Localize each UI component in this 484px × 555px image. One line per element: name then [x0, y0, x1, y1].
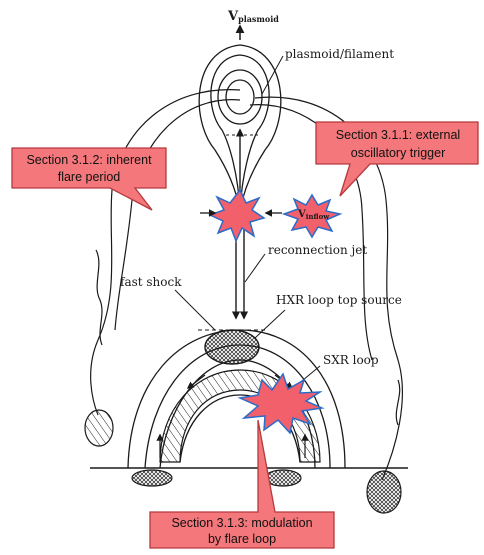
hxr-label: HXR loop top source: [276, 293, 402, 307]
reconnection-burst: [210, 190, 264, 241]
remote-footpoint-left: [85, 410, 113, 446]
hxr-loop-top-source: [205, 330, 259, 364]
callout-inherent-line2: flare period: [58, 170, 121, 184]
callout-external-trigger: Section 3.1.1: external oscillatory trig…: [316, 122, 478, 196]
callout-external-line1: Section 3.1.1: external: [336, 128, 460, 142]
sxr-label: SXR loop: [323, 353, 379, 367]
remote-footpoint-right: [367, 471, 401, 513]
footpoint-left: [132, 470, 172, 486]
callout-modulation-line1: Section 3.1.3: modulation: [171, 516, 312, 530]
plasmoid-filament-label: plasmoid/filament: [285, 47, 394, 61]
callout-inherent-period: Section 3.1.2: inherent flare period: [12, 148, 166, 210]
reconnection-jet-label: reconnection jet: [268, 243, 367, 257]
callout-modulation-line2: by flare loop: [208, 532, 276, 546]
fast-shock-label: fast shock: [120, 275, 182, 289]
callout-external-line2: oscillatory trigger: [351, 146, 445, 160]
v-plasmoid-label: Vplasmoid: [227, 9, 279, 24]
callout-inherent-line1: Section 3.1.2: inherent: [26, 153, 152, 167]
